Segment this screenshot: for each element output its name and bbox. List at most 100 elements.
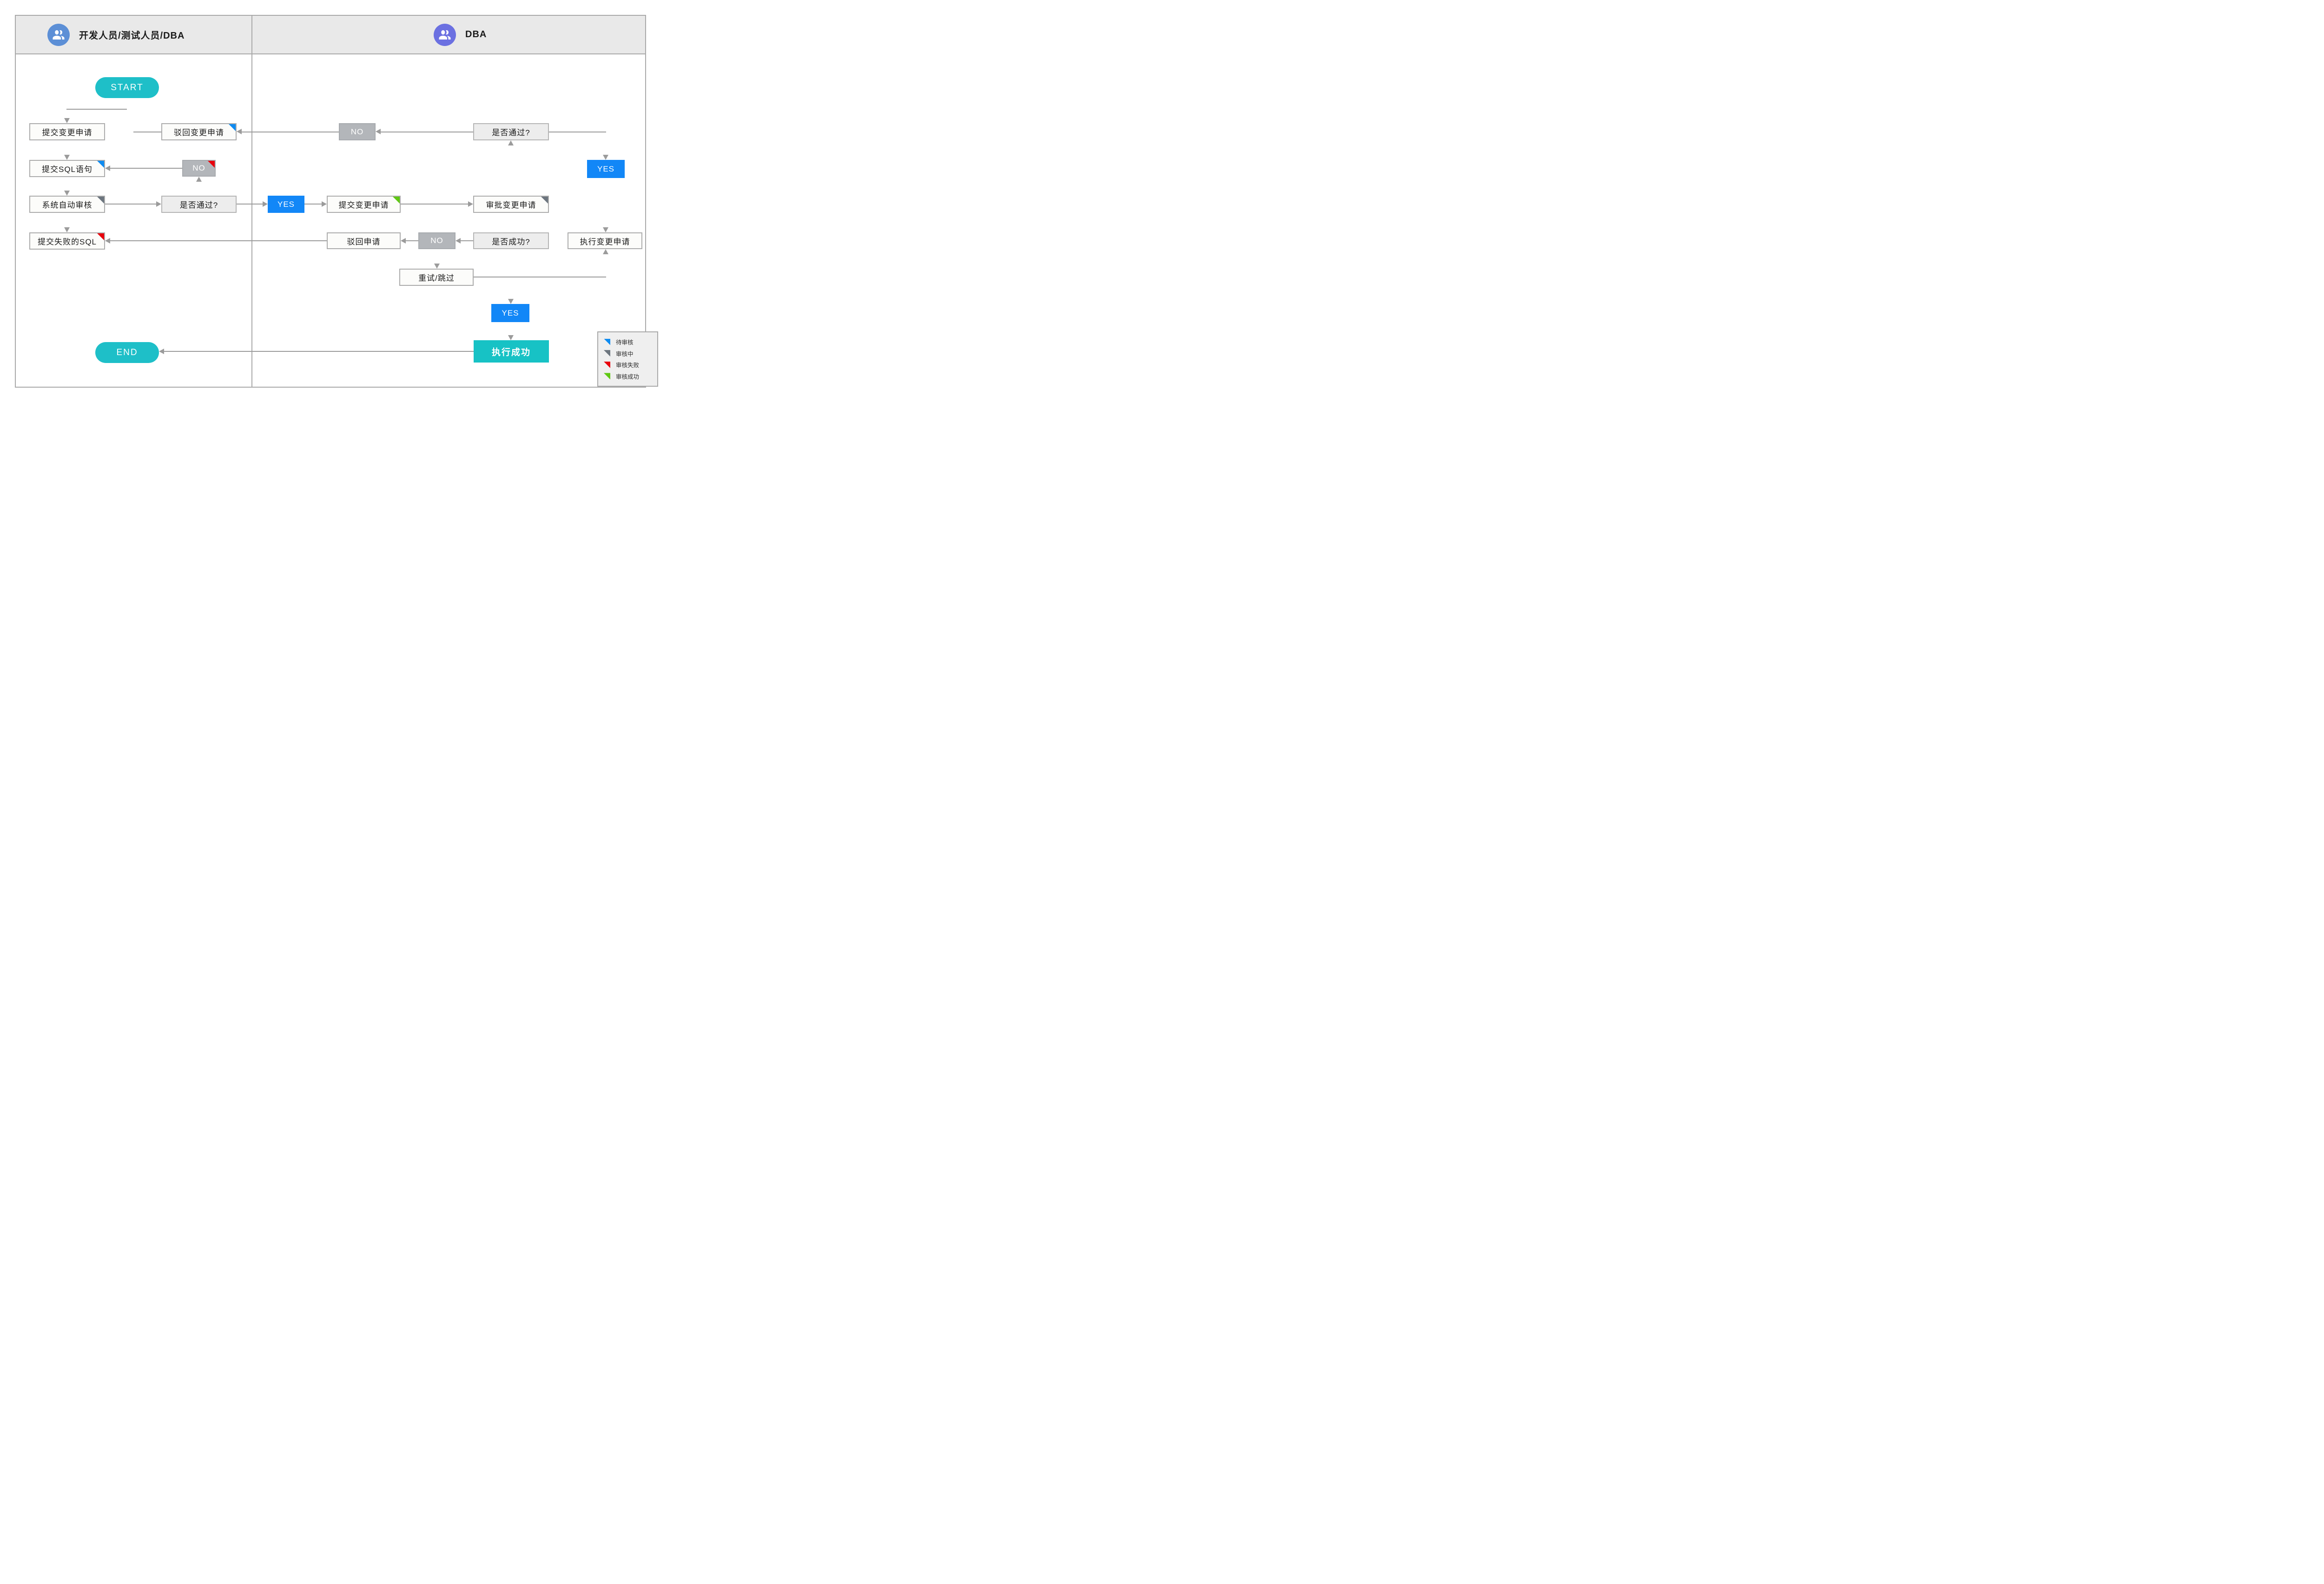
label-no-resubmit: NO: [182, 160, 216, 177]
node-label: 重试/跳过: [418, 274, 455, 283]
node-execute-success: 执行成功: [474, 340, 549, 363]
node-label: 是否通过?: [179, 201, 218, 210]
flow-line: [406, 240, 418, 241]
legend-item-failed: 审核失败: [604, 360, 652, 369]
node-label: 提交变更申请: [42, 128, 92, 137]
start-node: START: [95, 77, 159, 98]
node-label: 审批变更申请: [486, 201, 536, 210]
success-triangle-icon: [604, 373, 610, 380]
status-corner-success-icon: [393, 197, 400, 204]
no-label: NO: [430, 236, 443, 245]
arrowhead: [376, 129, 381, 134]
flow-line: [105, 204, 156, 205]
arrowhead: [508, 140, 514, 145]
arrowhead: [237, 129, 242, 134]
node-submit-failed-sql: 提交失败的SQL: [29, 232, 105, 250]
flow-line: [66, 109, 127, 110]
flowchart-canvas: 开发人员/测试人员/DBA DBA: [0, 0, 661, 396]
status-corner-reviewing-icon: [541, 197, 548, 204]
lane-divider: [251, 15, 252, 388]
label-yes-success: YES: [491, 304, 529, 322]
flow-line: [110, 168, 182, 169]
pending-triangle-icon: [604, 338, 610, 345]
arrowhead: [105, 165, 110, 171]
node-submit-sql: 提交SQL语句: [29, 160, 105, 177]
no-label: NO: [350, 127, 364, 136]
arrowhead: [603, 249, 608, 254]
flow-line: [110, 240, 327, 241]
label-yes-execute: YES: [587, 160, 625, 178]
status-corner-pending-icon: [97, 161, 104, 168]
node-label: 系统自动审核: [42, 201, 92, 210]
arrowhead: [401, 238, 406, 244]
lane-header-dba: DBA: [434, 15, 629, 54]
arrowhead: [456, 238, 461, 244]
flow-line: [461, 240, 473, 241]
arrowhead: [603, 155, 608, 160]
legend-item-pending: 待审核: [604, 337, 652, 346]
arrowhead: [159, 349, 164, 354]
label-no-reject: NO: [339, 123, 376, 140]
arrowhead: [196, 177, 202, 182]
arrowhead: [263, 201, 268, 207]
failed-triangle-icon: [604, 361, 610, 368]
label-yes-submit: YES: [268, 196, 304, 213]
arrowhead: [105, 238, 110, 244]
lane-header-developers: 开发人员/测试人员/DBA: [47, 15, 252, 54]
swimlane-header: [15, 15, 646, 54]
legend-label: 审核失败: [616, 362, 640, 369]
arrowhead: [64, 227, 70, 232]
legend-item-success: 审核成功: [604, 372, 652, 381]
no-label: NO: [192, 164, 205, 172]
node-reject-request: 驳回申请: [327, 232, 401, 249]
yes-label: YES: [597, 164, 615, 173]
node-label: 执行变更申请: [580, 237, 630, 246]
lane-title: 开发人员/测试人员/DBA: [79, 31, 185, 41]
status-corner-reviewing-icon: [97, 197, 104, 204]
users-icon: [47, 23, 70, 46]
end-node: END: [95, 342, 159, 363]
node-submit-change-request-dev: 提交变更申请: [29, 123, 105, 140]
node-label: 执行成功: [491, 347, 531, 357]
arrowhead: [64, 118, 70, 123]
arrowhead: [508, 335, 514, 340]
flow-line: [304, 204, 322, 205]
arrowhead: [434, 264, 440, 269]
node-label: 驳回变更申请: [174, 128, 224, 137]
decision-success-check: 是否成功?: [473, 232, 549, 249]
node-auto-review: 系统自动审核: [29, 196, 105, 213]
users-icon: [434, 23, 456, 46]
legend-item-reviewing: 审核中: [604, 349, 652, 358]
end-label: END: [116, 347, 138, 357]
reviewing-triangle-icon: [604, 350, 610, 357]
yes-label: YES: [502, 308, 519, 317]
node-retry-skip: 重试/跳过: [399, 269, 474, 286]
yes-label: YES: [277, 199, 295, 209]
flow-line: [237, 204, 263, 205]
node-submit-change-request-dba: 提交变更申请: [327, 196, 401, 213]
node-label: 驳回申请: [347, 237, 381, 246]
node-reject-change-request: 驳回变更申请: [161, 123, 237, 140]
decision-pass-check-dba: 是否通过?: [473, 123, 549, 140]
node-execute-change-request: 执行变更申请: [568, 232, 642, 249]
flow-line: [401, 204, 468, 205]
arrowhead: [603, 227, 608, 232]
arrowhead: [64, 191, 70, 196]
status-corner-pending-icon: [229, 124, 236, 131]
node-label: 提交变更申请: [338, 201, 389, 210]
node-label: 是否通过?: [492, 128, 530, 137]
legend-label: 审核成功: [616, 373, 640, 380]
legend-label: 审核中: [616, 350, 634, 357]
lane-title: DBA: [465, 29, 487, 40]
node-label: 提交SQL语句: [41, 165, 93, 174]
flow-line: [164, 351, 474, 352]
status-corner-failed-icon: [208, 161, 215, 168]
node-label: 是否成功?: [492, 237, 530, 246]
legend-label: 待审核: [616, 339, 634, 346]
decision-pass-check-dev: 是否通过?: [161, 196, 237, 213]
arrowhead: [322, 201, 327, 207]
label-no-failed: NO: [418, 232, 456, 249]
node-approve-change-request: 审批变更申请: [473, 196, 549, 213]
arrowhead: [468, 201, 473, 207]
node-label: 提交失败的SQL: [37, 238, 97, 246]
